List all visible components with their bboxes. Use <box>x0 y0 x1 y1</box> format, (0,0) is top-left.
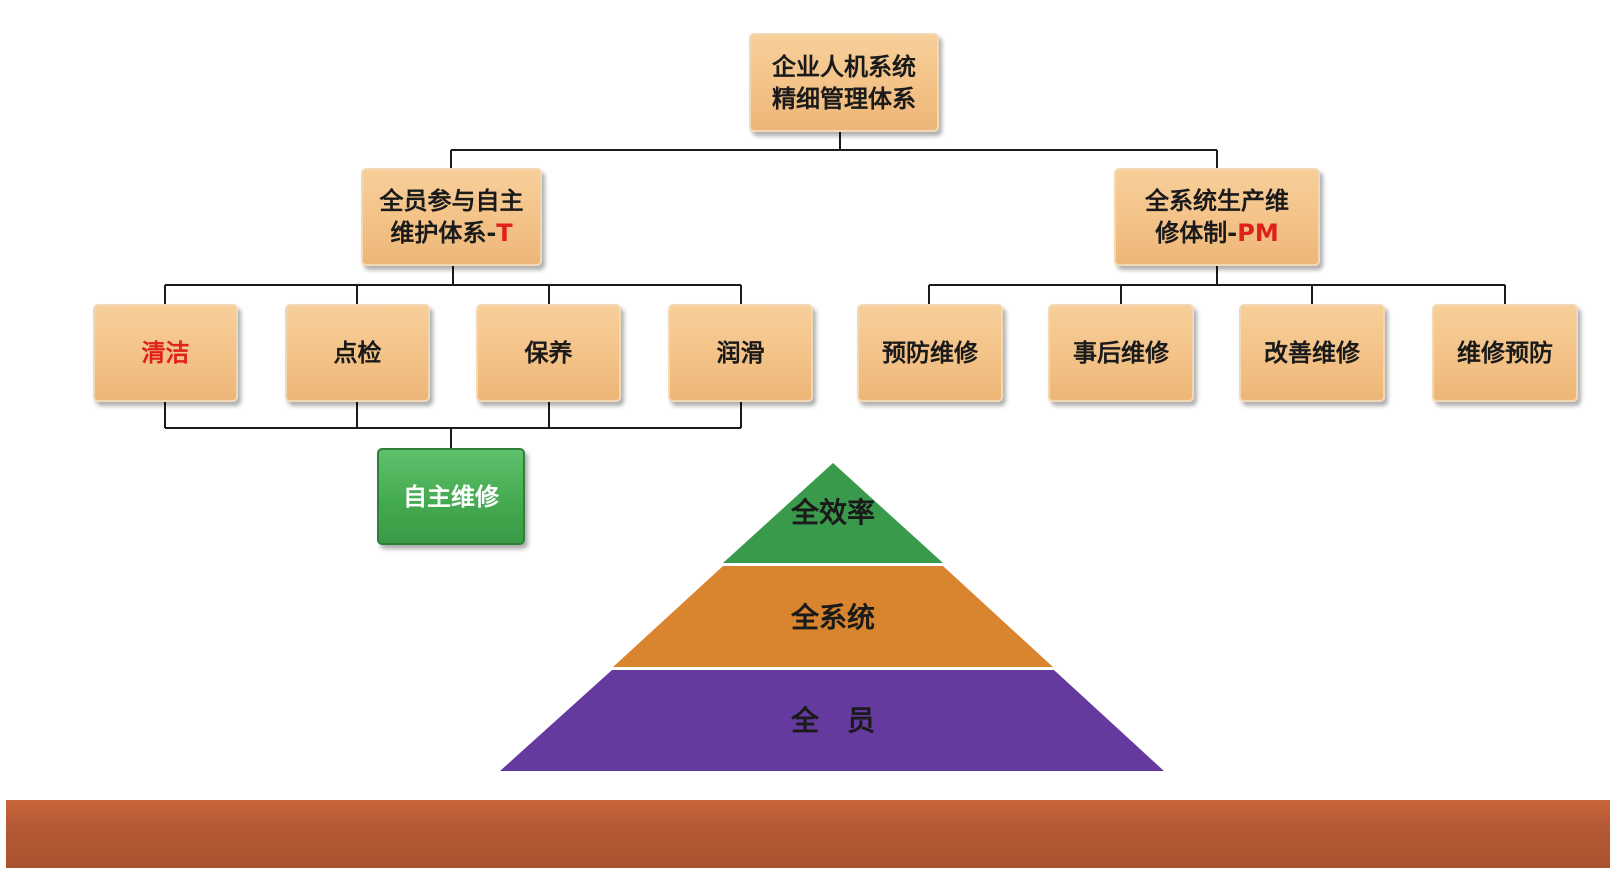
root-line-2: 精细管理体系 <box>772 84 916 113</box>
leaf-label-preventive-maintenance: 预防维修 <box>882 339 978 367</box>
leaf-label-maintenance-prevention: 维修预防 <box>1457 339 1553 367</box>
pyramid-label-top: 全效率 <box>790 496 876 529</box>
pyramid-top-tier <box>723 463 943 563</box>
pyramid-middle-tier <box>613 566 1053 667</box>
leaf-node-inspection: 点检 <box>285 304 430 402</box>
branch-left-prefix: 维护体系- <box>390 219 497 247</box>
leaf-node-cleaning: 清洁 <box>93 304 238 402</box>
branch-left-line-2: 维护体系-T <box>390 217 512 249</box>
branch-right-prefix: 修体制- <box>1155 219 1238 247</box>
branch-right-suffix: PM <box>1237 219 1279 247</box>
autonomous-maintenance-label: 自主维修 <box>403 482 499 511</box>
pyramid-bottom-tier <box>500 670 1164 771</box>
branch-right-line-1: 全系统生产维 <box>1145 187 1289 215</box>
branch-left-line-1: 全员参与自主 <box>379 187 524 215</box>
leaf-node-maintenance-prevention: 维修预防 <box>1432 304 1578 402</box>
root-line-1: 企业人机系统 <box>772 52 916 81</box>
leaf-node-maintenance: 保养 <box>476 304 621 402</box>
branch-node-tpm-t: 全员参与自主 维护体系-T <box>361 168 542 266</box>
leaf-label-inspection: 点检 <box>333 339 382 367</box>
branch-left-suffix: T <box>496 219 513 247</box>
leaf-node-lubrication: 润滑 <box>668 304 813 402</box>
pyramid-label-middle: 全系统 <box>790 601 876 634</box>
root-node: 企业人机系统 精细管理体系 <box>749 33 939 132</box>
leaf-label-cleaning: 清洁 <box>141 339 190 367</box>
leaf-label-maintenance: 保养 <box>524 339 573 367</box>
autonomous-maintenance-node: 自主维修 <box>377 448 525 545</box>
leaf-node-corrective-maintenance: 改善维修 <box>1239 304 1385 402</box>
pyramid-label-bottom: 全 员 <box>790 704 876 737</box>
branch-right-line-2: 修体制-PM <box>1155 217 1278 249</box>
leaf-node-breakdown-maintenance: 事后维修 <box>1048 304 1194 402</box>
branch-node-pm: 全系统生产维 修体制-PM <box>1114 168 1320 266</box>
leaf-label-corrective-maintenance: 改善维修 <box>1264 339 1360 367</box>
leaf-label-breakdown-maintenance: 事后维修 <box>1073 339 1169 367</box>
leaf-node-preventive-maintenance: 预防维修 <box>857 304 1003 402</box>
leaf-label-lubrication: 润滑 <box>716 339 765 367</box>
ground-band <box>6 800 1610 868</box>
